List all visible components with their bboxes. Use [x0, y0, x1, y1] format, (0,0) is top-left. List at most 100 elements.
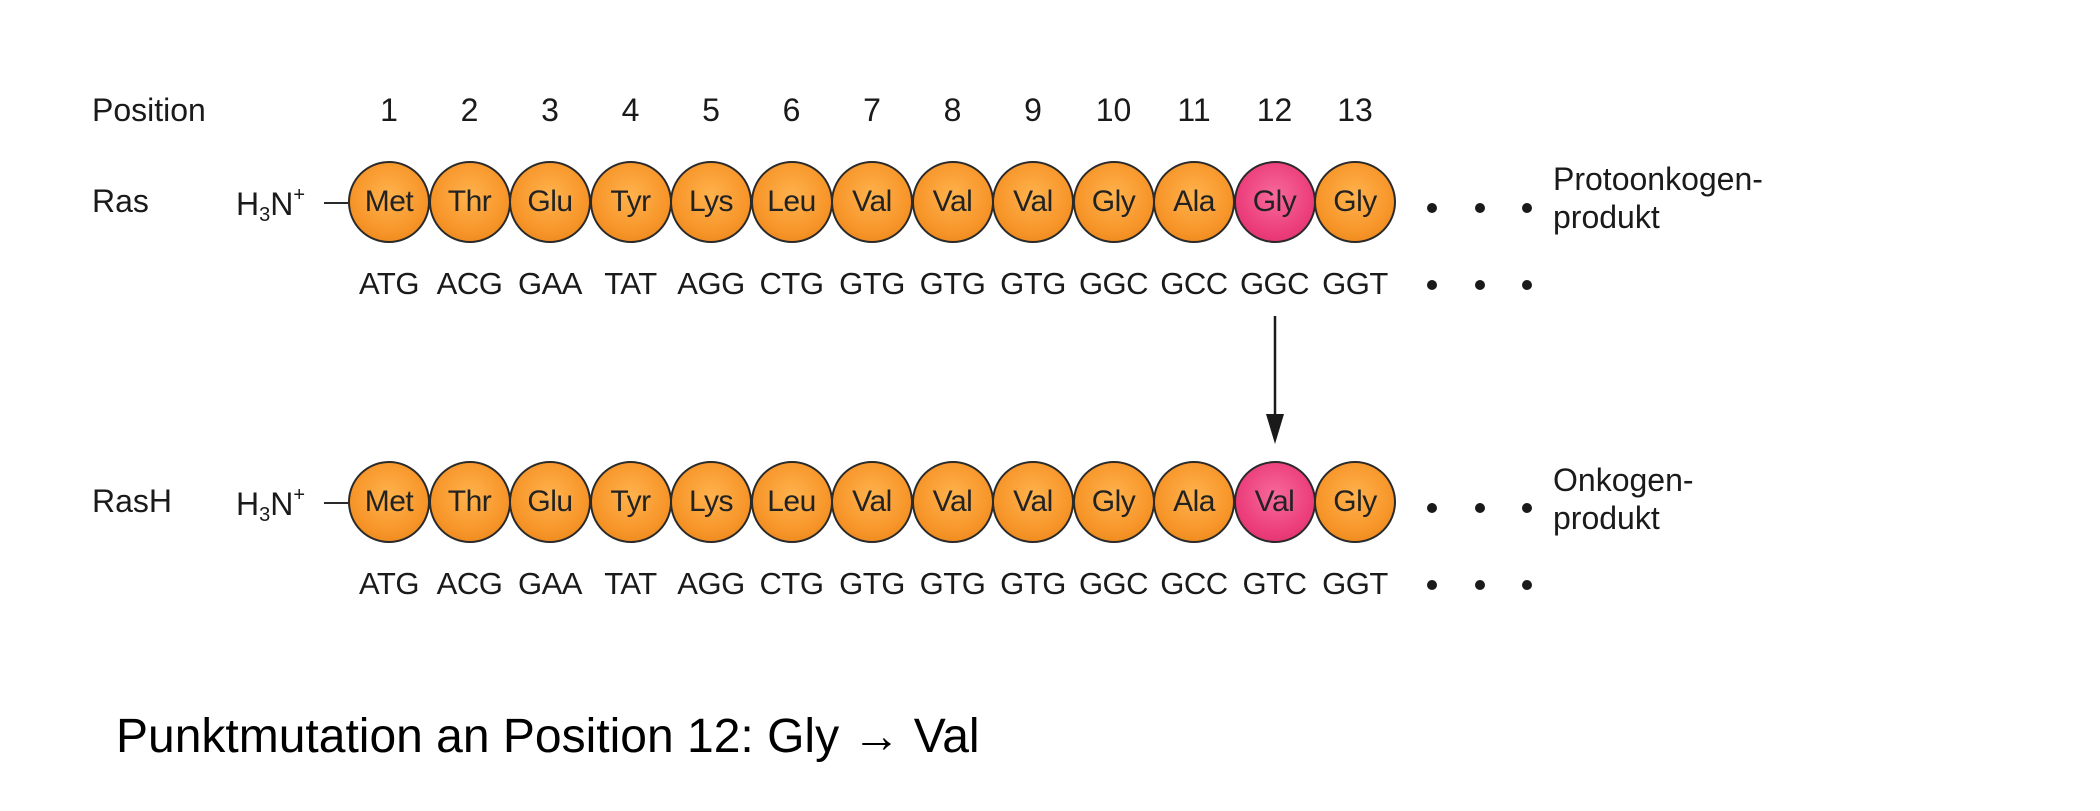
codon-label: GGT [1322, 566, 1388, 601]
row-label: RasH [92, 483, 173, 519]
codon-label: GTG [839, 266, 905, 301]
position-number: 11 [1177, 92, 1211, 128]
codon-label: GCC [1160, 566, 1228, 601]
position-number: 8 [943, 92, 962, 128]
product-label-line2: produkt [1553, 500, 1660, 536]
codon-label: GTG [1000, 566, 1066, 601]
n-terminus-label: H3N+ [236, 485, 305, 525]
position-number: 10 [1095, 92, 1132, 128]
n-terminus-charge: + [293, 484, 306, 506]
amino-acid-residue: Gly [1314, 161, 1396, 243]
codon-label: AGG [677, 266, 745, 301]
ellipsis-dot [1522, 280, 1532, 290]
codon-label: ACG [436, 266, 503, 301]
codon-label: GAA [518, 566, 582, 601]
amino-acid-residue: Lys [670, 461, 752, 543]
position-number: 4 [621, 92, 640, 128]
residue-label: Thr [447, 485, 492, 518]
residue-label: Gly [1252, 185, 1297, 218]
n-terminus-n: N [270, 186, 294, 222]
caption: Punktmutation an Position 12: Gly → Val [116, 710, 980, 763]
ellipsis-dot [1522, 203, 1532, 213]
position-number: 7 [863, 92, 881, 128]
residue-label: Gly [1091, 485, 1136, 518]
codon-label: GTG [919, 266, 986, 301]
amino-acid-residue: Val [831, 161, 913, 243]
residue-label: Ala [1173, 185, 1215, 218]
amino-acid-residue: Val [911, 461, 994, 543]
position-header: Position [92, 92, 206, 128]
codon-label: TAT [604, 266, 657, 301]
residue-label: Ala [1173, 485, 1215, 518]
product-label-line2: produkt [1553, 199, 1660, 235]
amino-acid-residue: Val [831, 461, 913, 543]
n-terminus-label: H3N+ [236, 185, 305, 225]
ellipsis-dot [1522, 580, 1532, 590]
residue-label: Val [852, 185, 892, 218]
mutated-residue: Gly [1233, 161, 1316, 243]
mutated-residue: Val [1233, 461, 1316, 543]
ellipsis-dot [1522, 503, 1532, 513]
amino-acid-residue: Leu [750, 161, 833, 243]
product-label: Protoonkogen-produkt [1553, 160, 1763, 236]
codon-label: AGG [677, 566, 745, 601]
codon-label: TAT [604, 566, 657, 601]
ellipsis-dot [1475, 580, 1485, 590]
peptide-bond-line [324, 502, 348, 504]
product-label-line1: Protoonkogen- [1553, 161, 1763, 197]
residue-label: Thr [447, 185, 492, 218]
position-number: 6 [782, 92, 801, 128]
ellipsis-dot [1427, 580, 1437, 590]
amino-acid-residue: Ala [1153, 461, 1235, 543]
codon-label: ATG [359, 266, 419, 301]
amino-acid-residue: Thr [428, 461, 511, 543]
residue-label: Val [852, 485, 892, 518]
residue-label: Glu [527, 485, 573, 518]
amino-acid-residue: Tyr [589, 161, 672, 243]
residue-label: Gly [1333, 185, 1377, 218]
n-terminus-h: H [236, 186, 260, 222]
residue-label: Leu [767, 185, 816, 218]
n-terminus-subscript: 3 [259, 504, 271, 526]
residue-label: Lys [688, 485, 734, 518]
residue-label: Tyr [610, 185, 651, 218]
product-label-line1: Onkogen- [1553, 462, 1694, 498]
residue-label: Glu [527, 185, 573, 218]
amino-acid-residue: Val [992, 461, 1074, 543]
amino-acid-residue: Val [911, 161, 994, 243]
codon-label: GTG [839, 566, 905, 601]
residue-label: Val [1013, 185, 1053, 218]
codon-label: GAA [518, 266, 582, 301]
n-terminus-charge: + [293, 184, 306, 206]
ellipsis-dot [1475, 280, 1485, 290]
position-number: 1 [380, 92, 398, 128]
amino-acid-residue: Gly [1072, 461, 1155, 543]
ellipsis-dot [1427, 280, 1437, 290]
residue-label: Lys [688, 185, 734, 218]
codon-label: CTG [759, 266, 824, 301]
amino-acid-residue: Glu [509, 161, 591, 243]
amino-acid-residue: Tyr [589, 461, 672, 543]
residue-label: Val [1013, 485, 1053, 518]
residue-label: Leu [767, 485, 816, 518]
codon-label: GGC [1078, 266, 1149, 301]
residue-label: Val [932, 485, 973, 518]
n-terminus-n: N [270, 486, 294, 522]
position-number: 5 [702, 92, 720, 128]
residue-label: Val [1254, 485, 1295, 518]
codon-label: CTG [759, 566, 824, 601]
position-number: 13 [1337, 92, 1373, 128]
amino-acid-residue: Val [992, 161, 1074, 243]
ellipsis-dot [1427, 503, 1437, 513]
amino-acid-residue: Thr [428, 161, 511, 243]
product-label: Onkogen-produkt [1553, 461, 1694, 537]
position-number: 2 [460, 92, 479, 128]
residue-label: Val [932, 185, 973, 218]
codon-label: ATG [359, 566, 419, 601]
codon-label: GGC [1078, 566, 1149, 601]
peptide-bond-line [324, 202, 348, 204]
amino-acid-residue: Gly [1314, 461, 1396, 543]
n-terminus-h: H [236, 486, 260, 522]
